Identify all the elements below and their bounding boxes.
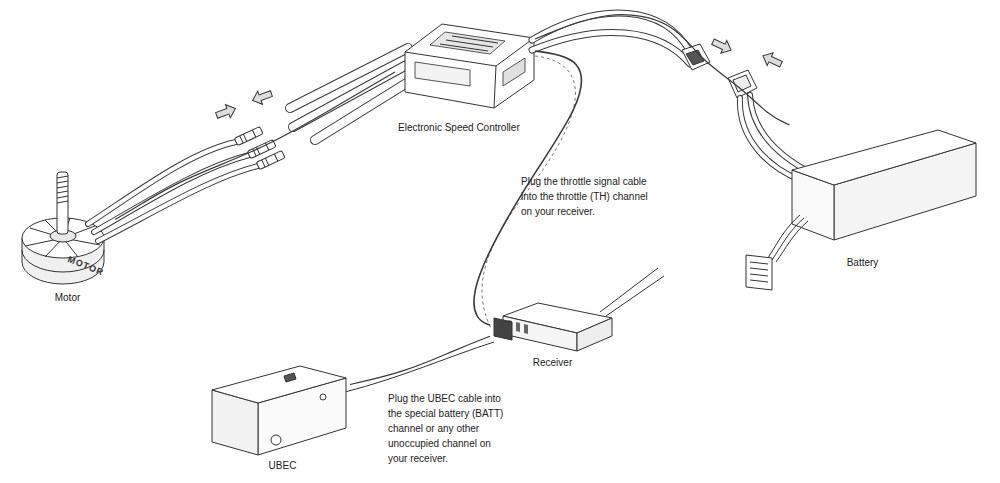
ubec-illustration-part (212, 366, 346, 403)
esc-illustration (405, 24, 534, 108)
receiver-illustration-part (600, 268, 664, 316)
receiver-illustration-part (494, 318, 512, 340)
part-label: Receiver (533, 357, 572, 369)
ubec-illustration-part (271, 435, 281, 445)
battery-wires-part (532, 32, 690, 64)
part-label: Motor (55, 292, 81, 304)
motor-illustration-part (57, 172, 68, 234)
battery-wires (532, 13, 815, 180)
plug-arrows-part (250, 87, 274, 107)
battery-illustration-part (792, 130, 976, 185)
illustration-part-part (234, 127, 263, 146)
instruction-note: Plug the UBEC cable into the special bat… (388, 391, 508, 466)
battery-wires-part (682, 44, 710, 70)
battery-illustration-part (746, 255, 772, 290)
part-label: UBEC (269, 460, 297, 472)
cable-connector (115, 72, 395, 220)
motor-wires-part (98, 166, 258, 241)
esc-illustration-part (405, 24, 534, 108)
battery-illustration-part (750, 262, 768, 282)
battery-wires-part (532, 32, 690, 64)
battery-illustration (746, 130, 976, 290)
part-node: Battery (745, 125, 980, 270)
receiver-illustration (494, 268, 664, 351)
ubec-illustration (212, 366, 346, 455)
part-node: Receiver (490, 295, 615, 370)
part-label: Battery (847, 257, 879, 269)
illustration-part (256, 151, 285, 170)
battery-wires-part (750, 95, 815, 175)
ubec-illustration-part (284, 373, 296, 382)
motor-illustration-part (57, 176, 68, 203)
part-node: UBEC (205, 355, 350, 473)
motor-wires (88, 142, 258, 241)
esc-illustration-part (430, 32, 505, 54)
cable-connector (350, 336, 490, 384)
instruction-note: Plug the throttle signal cable into the … (521, 174, 654, 219)
motor-wires-part (94, 155, 249, 232)
esc-illustration-part (440, 36, 498, 51)
plug-arrows-part (760, 49, 784, 70)
illustration-part-part (262, 154, 278, 167)
part-node: Motor (20, 165, 115, 305)
ubec-cable (345, 342, 494, 392)
esc-illustration-part (503, 58, 525, 86)
esc-illustration-part (415, 62, 470, 86)
illustration-part-part (256, 151, 285, 170)
receiver-illustration-part (503, 316, 577, 351)
battery-illustration-part (768, 215, 808, 262)
part-label: Electronic Speed Controller (398, 122, 520, 134)
part-node: Electronic Speed Controller (395, 15, 535, 135)
ubec-cable-part (345, 342, 494, 392)
ubec-illustration-part (320, 394, 326, 400)
cable-connector (474, 51, 581, 325)
plug-arrows-part (214, 102, 238, 122)
plug-arrows-part (710, 35, 734, 56)
illustration-part-part (240, 130, 256, 143)
motor-wires-part (94, 155, 249, 232)
receiver-illustration-part (577, 318, 612, 351)
illustration-part (234, 127, 263, 146)
esc-illustration-part (494, 66, 496, 108)
motor-wires-part (98, 166, 258, 241)
battery-wires-part (750, 95, 815, 175)
